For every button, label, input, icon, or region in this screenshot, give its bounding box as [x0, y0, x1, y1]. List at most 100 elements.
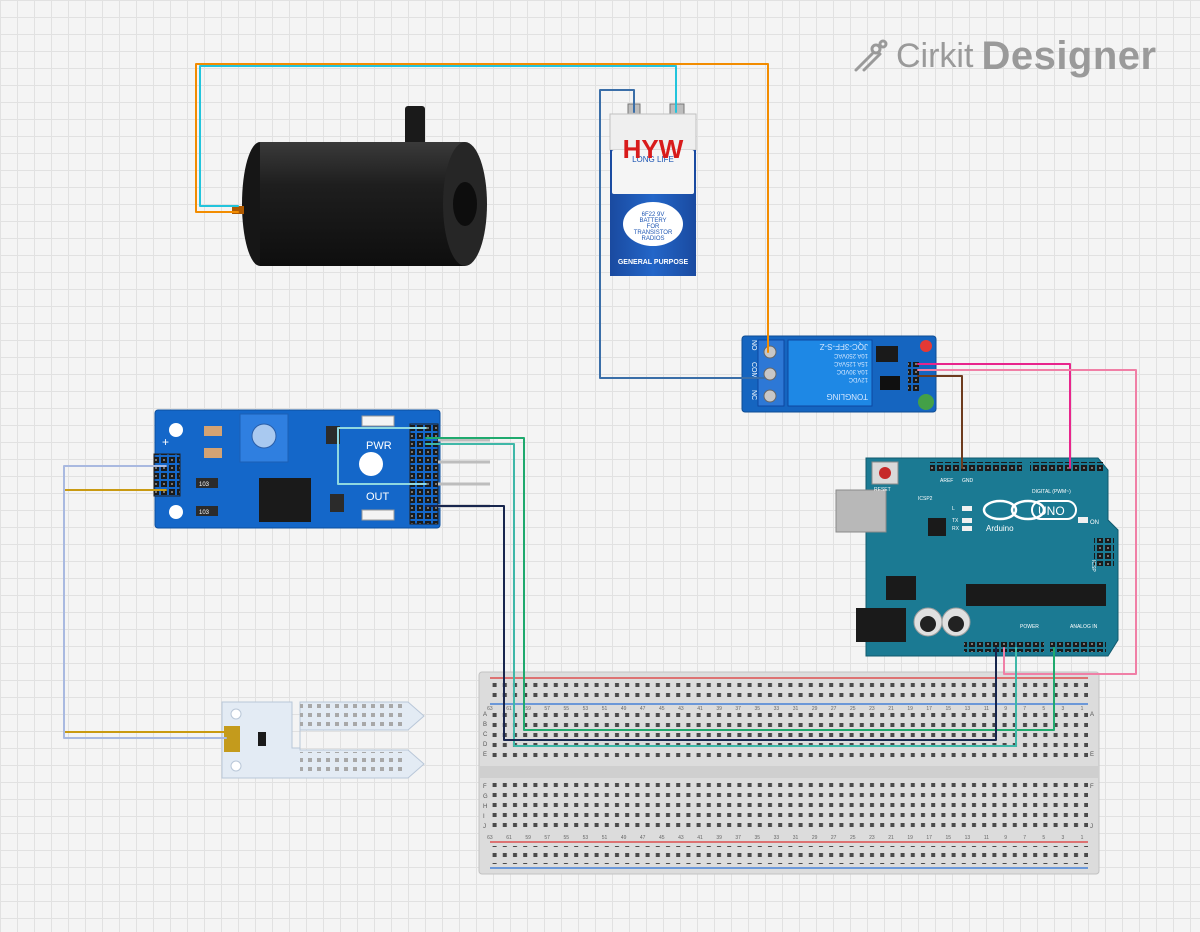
mount-hole — [169, 423, 183, 437]
rail-holes-bottom[interactable] — [490, 846, 1088, 864]
relay-rating-1: 10A 250VAC — [833, 352, 868, 358]
bb-column-number: 55 — [564, 835, 570, 841]
bb-column-number: 43 — [678, 706, 684, 712]
bb-column-number: 55 — [564, 706, 570, 712]
bb-column-number: 39 — [716, 706, 722, 712]
bb-column-number: 17 — [926, 835, 932, 841]
bb-column-number: 25 — [850, 706, 856, 712]
battery-tagline: LONG LIFE — [632, 155, 674, 164]
resistor-code: 103 — [199, 510, 210, 516]
wire-sensor-jumper[interactable] — [337, 427, 427, 485]
bb-column-number: 53 — [583, 706, 589, 712]
relay-control-header[interactable] — [908, 362, 920, 392]
arduino-brand: Arduino — [986, 524, 1014, 533]
bb-row-d: D — [483, 742, 488, 748]
relay-rating-4: 12VDC — [848, 376, 868, 382]
wire-sensor-gnd[interactable] — [425, 505, 997, 741]
bb-row-a-right: A — [1090, 712, 1094, 718]
bb-column-number: 3 — [1062, 835, 1065, 841]
bb-row-i: I — [483, 814, 485, 820]
battery-badge — [623, 202, 683, 246]
l-led-label: L — [952, 506, 955, 512]
icsp-header[interactable] — [1094, 538, 1114, 566]
wire-probe-ground[interactable] — [63, 465, 227, 739]
wire-pump-to-battery[interactable] — [199, 65, 677, 207]
digital-header-right[interactable] — [1030, 462, 1104, 472]
relay-module[interactable] — [741, 335, 937, 413]
bb-column-number: 31 — [793, 835, 799, 841]
bb-column-number: 49 — [621, 835, 627, 841]
bb-column-number: 23 — [869, 835, 875, 841]
bb-row-h: H — [483, 804, 487, 810]
probe-header[interactable] — [153, 453, 181, 497]
bb-column-number: 5 — [1042, 835, 1045, 841]
digital-header-left[interactable] — [930, 462, 1022, 472]
soil-moisture-probe[interactable] — [221, 701, 425, 779]
bb-row-e-right: E — [1090, 752, 1094, 758]
terminal-no[interactable] — [763, 345, 777, 359]
atmega-chip — [966, 584, 1106, 606]
arduino-uno[interactable] — [835, 457, 1119, 657]
output-header[interactable] — [409, 423, 439, 525]
resistor — [196, 478, 218, 488]
terminal-block-upper[interactable] — [490, 711, 1088, 761]
rail-holes-top[interactable] — [490, 682, 1088, 700]
pump-body — [260, 142, 465, 266]
analog-label: ANALOG IN — [1070, 624, 1098, 630]
wire-sensor-analog[interactable] — [425, 437, 1055, 731]
bb-column-number: 23 — [869, 706, 875, 712]
bb-column-number: 13 — [965, 835, 971, 841]
probe-pins[interactable] — [224, 726, 240, 752]
bb-row-g: G — [483, 794, 488, 800]
relay-label-com: COM — [750, 362, 757, 379]
uno-badge — [1031, 500, 1077, 520]
battery-top — [609, 113, 697, 151]
pump-terminal[interactable] — [232, 206, 244, 214]
reset-button-cap[interactable] — [879, 467, 891, 479]
terminal-nc[interactable] — [763, 389, 777, 403]
wire-pump-to-relay[interactable] — [195, 63, 769, 353]
bb-row-a: A — [483, 712, 487, 718]
breadboard[interactable] — [478, 671, 1100, 875]
bb-column-number: 21 — [888, 835, 894, 841]
analog-header[interactable] — [1050, 642, 1106, 652]
wire-sensor-vcc[interactable] — [425, 443, 1017, 747]
bb-column-number: 21 — [888, 706, 894, 712]
dc-jack — [856, 608, 906, 642]
bb-row-j: J — [483, 824, 486, 830]
relay-label-no: NO — [750, 340, 757, 351]
gnd-label: GND — [962, 478, 974, 484]
bb-row-f: F — [483, 784, 487, 790]
terminal-com[interactable] — [763, 367, 777, 381]
terminal-block-lower[interactable] — [490, 783, 1088, 833]
bb-column-number: 7 — [1023, 835, 1026, 841]
wire-battery-to-relay[interactable] — [599, 89, 765, 379]
bb-column-number: 45 — [659, 706, 665, 712]
bb-column-number: 47 — [640, 706, 646, 712]
relay-rating-3: 10A 30VDC — [836, 368, 868, 374]
bb-column-number: 29 — [812, 706, 818, 712]
water-pump[interactable] — [232, 106, 487, 266]
bb-column-number: 41 — [697, 706, 703, 712]
bb-column-number: 11 — [984, 835, 989, 841]
bb-column-number: 13 — [965, 706, 971, 712]
resistor — [330, 494, 344, 512]
bb-column-number: 39 — [716, 835, 722, 841]
potentiometer-knob[interactable] — [251, 423, 277, 449]
wire-relay-signal[interactable] — [917, 363, 1071, 469]
mount-hole — [359, 452, 383, 476]
reset-label: RESET — [874, 487, 891, 493]
cirkit-logo-icon — [854, 39, 888, 72]
pump-inlet — [453, 182, 477, 226]
wire-relay-vcc[interactable] — [917, 369, 1137, 675]
bb-column-number: 25 — [850, 835, 856, 841]
sensor-out-label: OUT — [366, 491, 390, 503]
sensor-module[interactable] — [153, 409, 490, 529]
bb-column-number: 61 — [506, 706, 512, 712]
battery-9v[interactable]: LONG LIFE 6F22 9V BATTERY FOR TRANSISTOR… — [609, 103, 697, 276]
resistor — [326, 426, 340, 444]
wires[interactable] — [63, 63, 1137, 747]
wire-relay-gnd[interactable] — [917, 375, 963, 469]
power-label: POWER — [1020, 624, 1039, 630]
